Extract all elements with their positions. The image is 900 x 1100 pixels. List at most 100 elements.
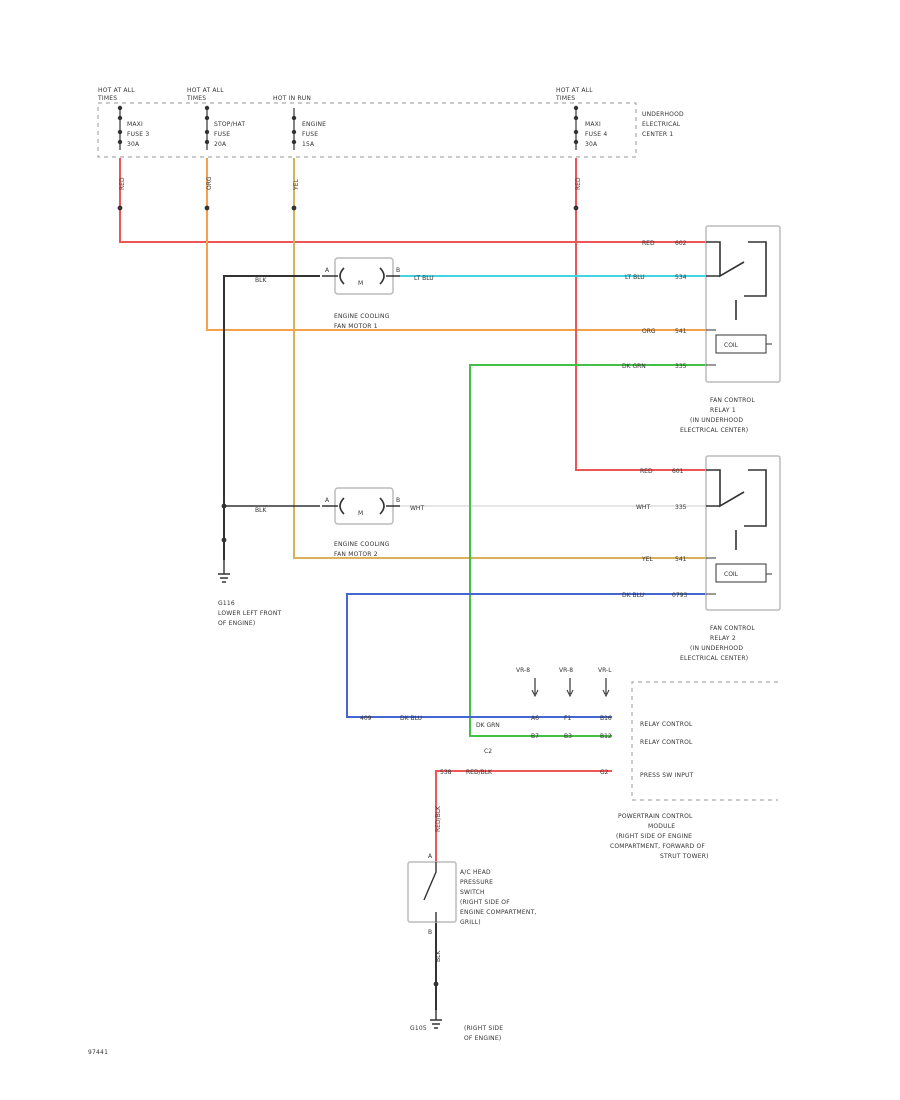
hot-label-4b: TIMES	[555, 95, 575, 102]
pcm-pin-3: B16	[600, 715, 612, 722]
relay-1-switch	[706, 241, 767, 320]
relay-1-label-1: FAN CONTROL	[710, 397, 755, 404]
fuse-c-num: FUSE	[302, 131, 318, 138]
wire-label-blk-1: BLK	[255, 277, 267, 284]
wire-black-ground-1	[223, 275, 320, 560]
powertrain-control-module: RELAY CONTROL RELAY CONTROL PRESS SW INP…	[360, 667, 778, 860]
wire-red-switch	[435, 770, 612, 862]
relay-1-coil-label: COIL	[724, 342, 739, 349]
fan-control-relay-1: COIL FAN CONTROL RELAY 1 (IN UNDERHOOD E…	[680, 225, 781, 434]
relay-1-label-3: (IN UNDERHOOD	[690, 417, 743, 424]
wire-label-ltblu-motor: LT BLU	[414, 275, 434, 282]
fan-motor-1-label-1: ENGINE COOLING	[334, 313, 390, 320]
ac-head-pressure-switch: RED/BLK A B A/C HEAD PRESSURE SWITCH (RI…	[407, 805, 537, 1042]
hot-label-1a: HOT AT ALL	[98, 87, 135, 94]
wire-red-maxi3	[119, 158, 706, 243]
underhood-center-label-2: ELECTRICAL	[642, 121, 681, 128]
relay-2-box	[705, 455, 781, 611]
switch-label-5: ENGINE COMPARTMENT,	[460, 909, 537, 916]
fan-motor-2-symbol	[322, 497, 400, 515]
fan-motor-2-label-2: FAN MOTOR 2	[334, 551, 378, 558]
relay-1-box	[705, 225, 781, 383]
wire-label-wht-motor: WHT	[410, 505, 424, 512]
ground-g2-loc-1: (RIGHT SIDE	[464, 1025, 503, 1032]
pcm-blu-circ: 409	[360, 715, 372, 722]
fan-motor-1-pin-b: B	[396, 267, 400, 274]
pcm-pin-press: G2	[600, 769, 609, 776]
pcm-red-color: RED/BLK	[466, 769, 493, 776]
fan-motor-1-pin-a: A	[325, 267, 330, 274]
c2-pin-b: B3	[564, 733, 572, 740]
relay-1-label-4: ELECTRICAL CENTER)	[680, 427, 748, 434]
wires	[119, 158, 706, 1010]
hot-in-run-label: HOT IN RUN	[273, 95, 311, 102]
relay2-wire-blu: DK BLU	[622, 592, 644, 599]
wire-blue-relay2	[346, 593, 706, 718]
hot-label-4a: HOT AT ALL	[556, 87, 593, 94]
hot-label-2a: HOT AT ALL	[187, 87, 224, 94]
relay-2-label-2: RELAY 2	[710, 635, 736, 642]
underhood-electrical-center: HOT AT ALL TIMES HOT AT ALL TIMES HOT IN…	[97, 87, 684, 158]
ground-symbol-2	[430, 1010, 442, 1029]
ground-g1-label-1: G116	[218, 600, 235, 607]
fuse-symbol-a	[117, 105, 123, 150]
pcm-vref-2: VR-8	[559, 667, 573, 674]
pcm-vref-1: VR-8	[516, 667, 530, 674]
fan-motor-2-label-1: ENGINE COOLING	[334, 541, 390, 548]
c2-label: C2	[484, 748, 492, 755]
relay1-wire-grn-circ: 335	[675, 363, 687, 370]
relay2-wire-wht-circ: 335	[675, 504, 687, 511]
relay1-wire-ltblu-circ: 534	[675, 274, 687, 281]
fuse-d-name: MAXI	[585, 121, 601, 128]
fan-motor-1-symbol	[322, 267, 400, 285]
wire-yellow-engine	[293, 158, 706, 559]
fan-control-relay-2: COIL FAN CONTROL RELAY 2 (IN UNDERHOOD E…	[680, 455, 781, 662]
pcm-title-2: MODULE	[648, 823, 675, 830]
relay-1-wire-labels: RED 602 LT BLU 534 ORG 541 DK GRN 335	[622, 240, 687, 370]
fan-motor-2-pin-b: B	[396, 497, 400, 504]
ground-symbol-1	[218, 560, 230, 583]
relay2-wire-wht: WHT	[636, 504, 650, 511]
relay-2-coil	[715, 563, 767, 583]
relay1-wire-grn: DK GRN	[622, 363, 646, 370]
relay1-wire-red-circ: 602	[675, 240, 687, 247]
switch-pin-a: A	[428, 853, 433, 860]
c2-pin-c: B12	[600, 733, 612, 740]
fuse-a-rating: 30A	[127, 141, 140, 148]
relay-2-wire-labels: RED 601 WHT 335 YEL 541 DK BLU 0793	[622, 468, 687, 599]
fuse-c-rating: 15A	[302, 141, 315, 148]
pcm-press-sw-input: PRESS SW INPUT	[640, 772, 694, 779]
fuse-symbol-b	[204, 105, 210, 150]
switch-label-4: (RIGHT SIDE OF	[460, 899, 510, 906]
fuse-symbol-d	[573, 105, 579, 150]
switch-label-6: GRILL)	[460, 919, 481, 926]
ground-g1-label-3: OF ENGINE)	[218, 620, 255, 627]
pcm-title-3: (RIGHT SIDE OF ENGINE	[616, 833, 692, 840]
ground-g2-label: G105	[410, 1025, 427, 1032]
underhood-center-outline	[97, 102, 637, 158]
fuse-b-num: FUSE	[214, 131, 230, 138]
splice-points	[117, 205, 579, 987]
switch-label-1: A/C HEAD	[460, 869, 491, 876]
fan-motor-1-label-2: FAN MOTOR 1	[334, 323, 378, 330]
relay-2-switch	[706, 469, 767, 550]
diagram-code: 97441	[88, 1049, 108, 1056]
switch-pin-b: B	[428, 929, 432, 936]
wire-label-blk-2: BLK	[255, 507, 267, 514]
relay1-wire-org: ORG	[642, 328, 656, 335]
pcm-pin-2: F1	[564, 715, 571, 722]
fuse-b-name: STOP/HAT	[214, 121, 245, 128]
relay1-wire-org-circ: 541	[675, 328, 687, 335]
ground-g2-loc-2: OF ENGINE)	[464, 1035, 501, 1042]
wire-red-maxi4	[575, 158, 706, 471]
switch-wire-blk: BLK	[435, 950, 442, 962]
pcm-outline	[631, 681, 778, 801]
pcm-blu-color: DK BLU	[400, 715, 422, 722]
wire-labels-top: RED ORG YEL RED	[119, 176, 582, 191]
wire-label-org: ORG	[206, 176, 213, 190]
fan-motor-2-pin-a: A	[325, 497, 330, 504]
hot-label-1b: TIMES	[97, 95, 117, 102]
fan-motor-1-pin-m: M	[358, 280, 363, 287]
switch-label-2: PRESSURE	[460, 879, 493, 886]
wire-green-relay1	[469, 364, 706, 737]
